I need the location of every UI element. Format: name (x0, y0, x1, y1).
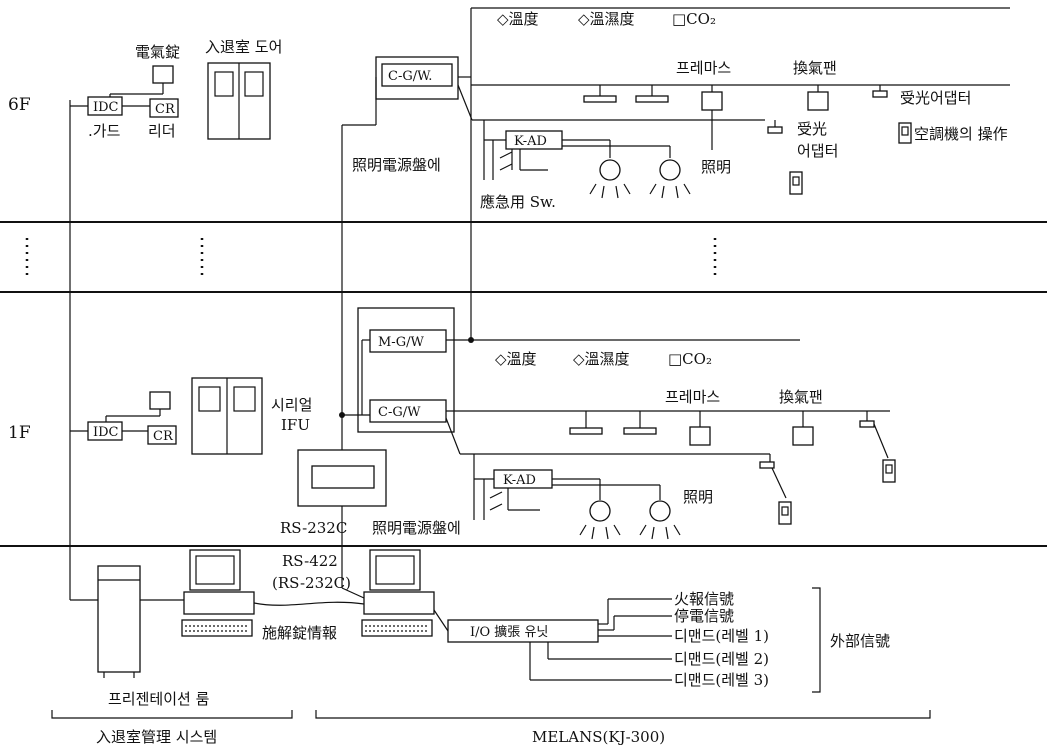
6f-cgw-box (381, 63, 453, 87)
1f-cr-box (147, 425, 177, 445)
fire-signal-label: 火報信號 (674, 590, 734, 608)
6f-fan-unit (807, 85, 829, 111)
6f-aircon-op-label: 空調機의 操作 (914, 125, 1008, 143)
1f-fan-label: 換氣팬 (779, 388, 823, 406)
wire (457, 84, 473, 121)
floor-6f-label: 6F (8, 95, 31, 115)
6f-door (207, 62, 271, 140)
1f-idc-label: IDC (93, 425, 119, 440)
access-system-label: 入退室管理 시스템 (96, 728, 217, 746)
6f-lighting-panel-label: 照明電源盤에 (352, 156, 441, 174)
1f-receiver-adapter (859, 411, 889, 459)
1f-lighting-panel-inner (311, 465, 375, 489)
wire (433, 609, 449, 632)
1f-rs232c-label: RS-232C (280, 519, 347, 537)
external-signal-bracket (812, 587, 821, 693)
6f-lighting-label: 照明 (701, 158, 731, 176)
1f-premas-label: 프레마스 (665, 388, 720, 406)
melans-label: MELANS(KJ-300) (532, 728, 665, 746)
1f-temp-sensor: ◇溫度 (495, 350, 537, 368)
6f-receiver-adapter-label: 受光어댑터 (900, 89, 971, 107)
6f-receiver-adapter (872, 85, 888, 98)
1f-electric-lock-box (149, 391, 171, 410)
6f-receiver-light (767, 120, 783, 134)
power-fail-signal-label: 停電信號 (674, 607, 734, 625)
6f-kad-label: K-AD (514, 134, 547, 149)
1f-lighting-label: 照明 (683, 488, 713, 506)
demand2-label: 디맨드(레벨 2) (674, 650, 769, 668)
6f-premas-unit (635, 85, 669, 103)
1f-cr-label: CR (153, 429, 174, 444)
lamp-icon (649, 159, 691, 199)
1f-lighting-panel-label: 照明電源盤에 (372, 519, 461, 537)
floor-1f-label: 1F (8, 423, 31, 443)
lamp-icon (589, 159, 631, 199)
rs422-label: RS-422 (282, 552, 338, 570)
6f-door-label: 入退室 도어 (205, 38, 282, 56)
remote-controller-icon (778, 501, 792, 525)
remote-controller-icon (898, 122, 912, 144)
6f-adapter-label: 어댑터 (797, 142, 838, 160)
access-system-bracket (51, 710, 293, 719)
6f-premas-unit (583, 85, 617, 103)
6f-temp-sensor: ◇溫度 (497, 10, 539, 28)
1f-ifu-label: IFU (281, 416, 310, 434)
external-signal-label: 外部信號 (830, 632, 890, 650)
6f-fan-label: 換氣팬 (793, 59, 837, 77)
1f-door (191, 377, 263, 455)
6f-reader-label: 리더 (148, 122, 176, 140)
6f-cr-box (149, 98, 179, 118)
1f-cgw-label: C-G/W (378, 405, 421, 420)
1f-serial-label: 시리얼 (271, 396, 312, 414)
pc-workstation (181, 549, 255, 637)
6f-temp-humid-sensor: ◇溫濕度 (578, 10, 635, 28)
demand1-label: 디맨드(레벨 1) (674, 627, 769, 645)
6f-electric-lock-label: 電氣錠 (135, 43, 180, 61)
6f-cgw-label: C-G/W. (388, 69, 432, 84)
6f-receiver-light-label: 受光 (797, 120, 827, 138)
1f-premas-unit (623, 411, 657, 435)
remote-controller-icon (882, 459, 896, 483)
demand3-label: 디맨드(레벨 3) (674, 671, 769, 689)
6f-premas-label: 프레마스 (676, 59, 731, 77)
1f-temp-humid-sensor: ◇溫濕度 (573, 350, 630, 368)
wire (445, 417, 461, 455)
external-signal-lines (529, 598, 672, 681)
rs422-link (253, 601, 365, 606)
remote-controller-icon (789, 171, 803, 195)
emergency-switch (492, 140, 548, 180)
1f-premas-unit (569, 411, 603, 435)
1f-receiver-light (759, 454, 787, 499)
6f-electric-lock-box (152, 65, 174, 84)
switch-symbol (483, 479, 540, 520)
1f-mgw-box (369, 329, 447, 353)
vertical-ellipsis (25, 238, 717, 276)
melans-bracket (315, 710, 931, 719)
lamp-icon (579, 500, 621, 540)
6f-emergency-sw-label: 應急用 Sw. (480, 193, 556, 211)
presentation-room-label: 프리젠테이션 룸 (108, 690, 210, 708)
1f-fan-unit (792, 411, 814, 446)
io-unit-label: I/O 擴張 유닛 (470, 624, 548, 640)
6f-idc-label: IDC (93, 100, 119, 115)
wire (341, 587, 365, 599)
6f-cr-label: CR (155, 102, 176, 117)
1f-premas-unit (689, 411, 711, 446)
pc-workstation (361, 549, 435, 637)
1f-mgw-label: M-G/W (378, 335, 424, 350)
server-cabinet (97, 565, 141, 678)
6f-co2-sensor: □CO₂ (672, 10, 716, 28)
unlock-info-label: 施解錠情報 (262, 624, 337, 642)
6f-premas-unit (701, 85, 723, 111)
1f-co2-sensor: □CO₂ (668, 350, 712, 368)
rs232c-paren-label: (RS-232C) (272, 574, 351, 592)
1f-kad-label: K-AD (503, 473, 536, 488)
lamp-icon (639, 500, 681, 540)
6f-guard-label: .가드 (88, 122, 121, 140)
